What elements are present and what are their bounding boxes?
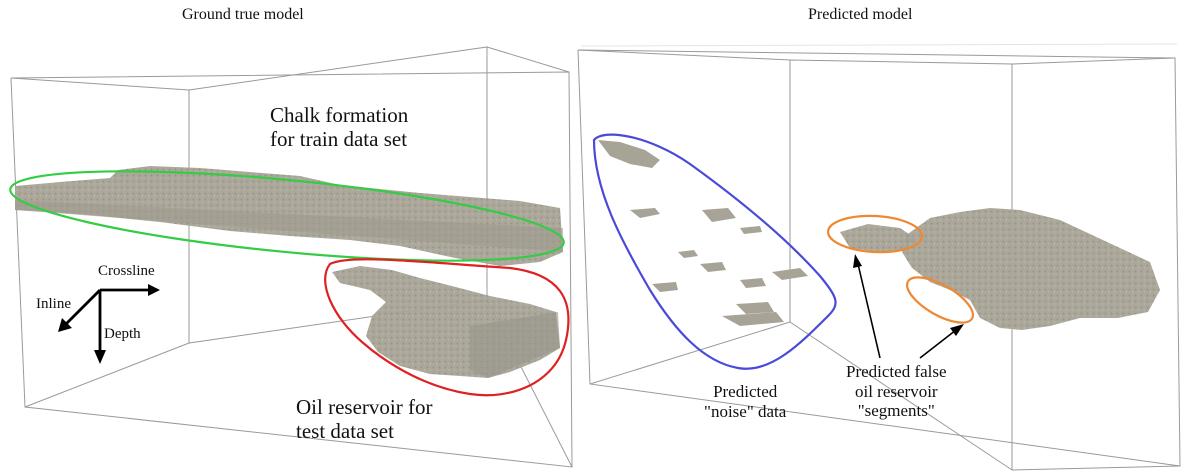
oil-reservoir-label: Oil reservoir for test data set: [296, 395, 433, 444]
oil-reservoir-body: [332, 266, 560, 378]
noise-ellipse: [592, 133, 837, 370]
depth-axis-label: Depth: [104, 326, 141, 342]
oil-reservoir-ellipse: [324, 258, 570, 397]
noise-data-label: Predicted "noise" data: [704, 382, 787, 421]
inline-axis-label: Inline: [36, 296, 71, 312]
false-segments-label: Predicted false oil reservoir "segments": [846, 362, 947, 421]
left-panel-title: Ground true model: [182, 6, 304, 23]
callout-arrows: [853, 254, 964, 359]
axis-gizmo: [58, 284, 160, 364]
predicted-reservoir-body: [840, 208, 1160, 330]
false-segment-ellipse-lower: [905, 276, 975, 324]
noise-fragments: [598, 140, 808, 326]
crossline-axis-label: Crossline: [98, 263, 155, 279]
chalk-formation-body: [15, 166, 563, 266]
chalk-formation-ellipse: [9, 170, 565, 262]
right-panel-title: Predicted model: [808, 6, 913, 23]
right-bounding-box: [577, 43, 1181, 471]
chalk-formation-label: Chalk formation for train data set: [270, 103, 409, 152]
false-segment-ellipse-upper: [826, 214, 924, 254]
